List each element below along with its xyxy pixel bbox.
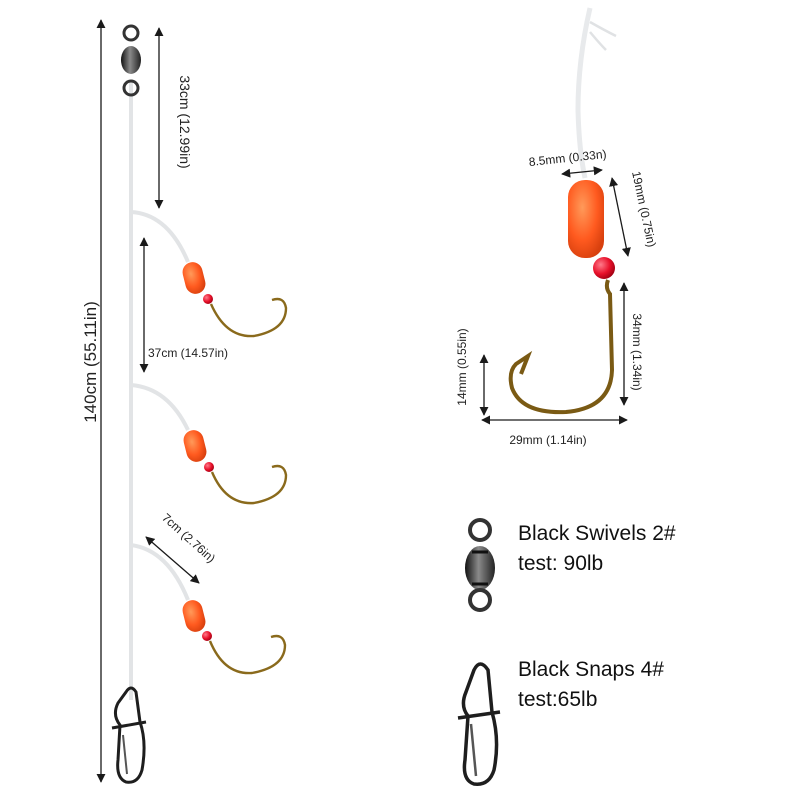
dropper-length-arrow [145, 536, 200, 584]
swivel-legend: Black Swivels 2# test: 90lb [465, 518, 676, 612]
bead-icon [203, 294, 213, 304]
snap-legend: Black Snaps 4# test:65lb [457, 658, 664, 786]
snaps-title: Black Snaps 4# [518, 658, 664, 681]
float-length-label: 19mm (0.75in) [629, 170, 659, 249]
top-swivel-icon [121, 24, 141, 97]
hook-width-label: 29mm (1.14in) [509, 433, 586, 447]
hook-icon [508, 279, 615, 415]
float-length-arrow [609, 177, 631, 257]
float-width-label: 8.5mm (0.33n) [528, 147, 607, 169]
swivels-test: test: 90lb [518, 552, 603, 575]
total-length-label: 140cm (55.11in) [81, 301, 100, 423]
snap-icon [457, 662, 501, 786]
float-icon [182, 262, 206, 294]
hook-length-label: 34mm (1.34in) [630, 313, 644, 390]
hook-icon [208, 634, 287, 675]
bead-icon [593, 257, 615, 279]
bottom-snap-icon [111, 686, 147, 784]
swivels-title: Black Swivels 2# [518, 522, 676, 545]
dropper-length-label: 7cm (2.76in) [159, 511, 218, 566]
hook-gap-label: 14mm (0.55in) [455, 328, 469, 405]
float-icon [183, 430, 207, 462]
bead-icon [204, 462, 214, 472]
hook-icon [209, 297, 288, 338]
float-icon [182, 600, 206, 632]
branch-spacing-label: 37cm (14.57in) [148, 346, 228, 360]
swivel-icon [465, 518, 495, 612]
dropper-branch-2 [130, 383, 288, 505]
hook-icon [210, 464, 288, 505]
dropper-branch-1 [130, 210, 288, 338]
bead-icon [202, 631, 212, 641]
float-width-arrow [561, 166, 603, 178]
hook-detail [508, 7, 617, 415]
top-segment-label: 33cm (12.99in) [177, 75, 193, 168]
snaps-test: test:65lb [518, 688, 597, 711]
float-icon [568, 180, 604, 258]
